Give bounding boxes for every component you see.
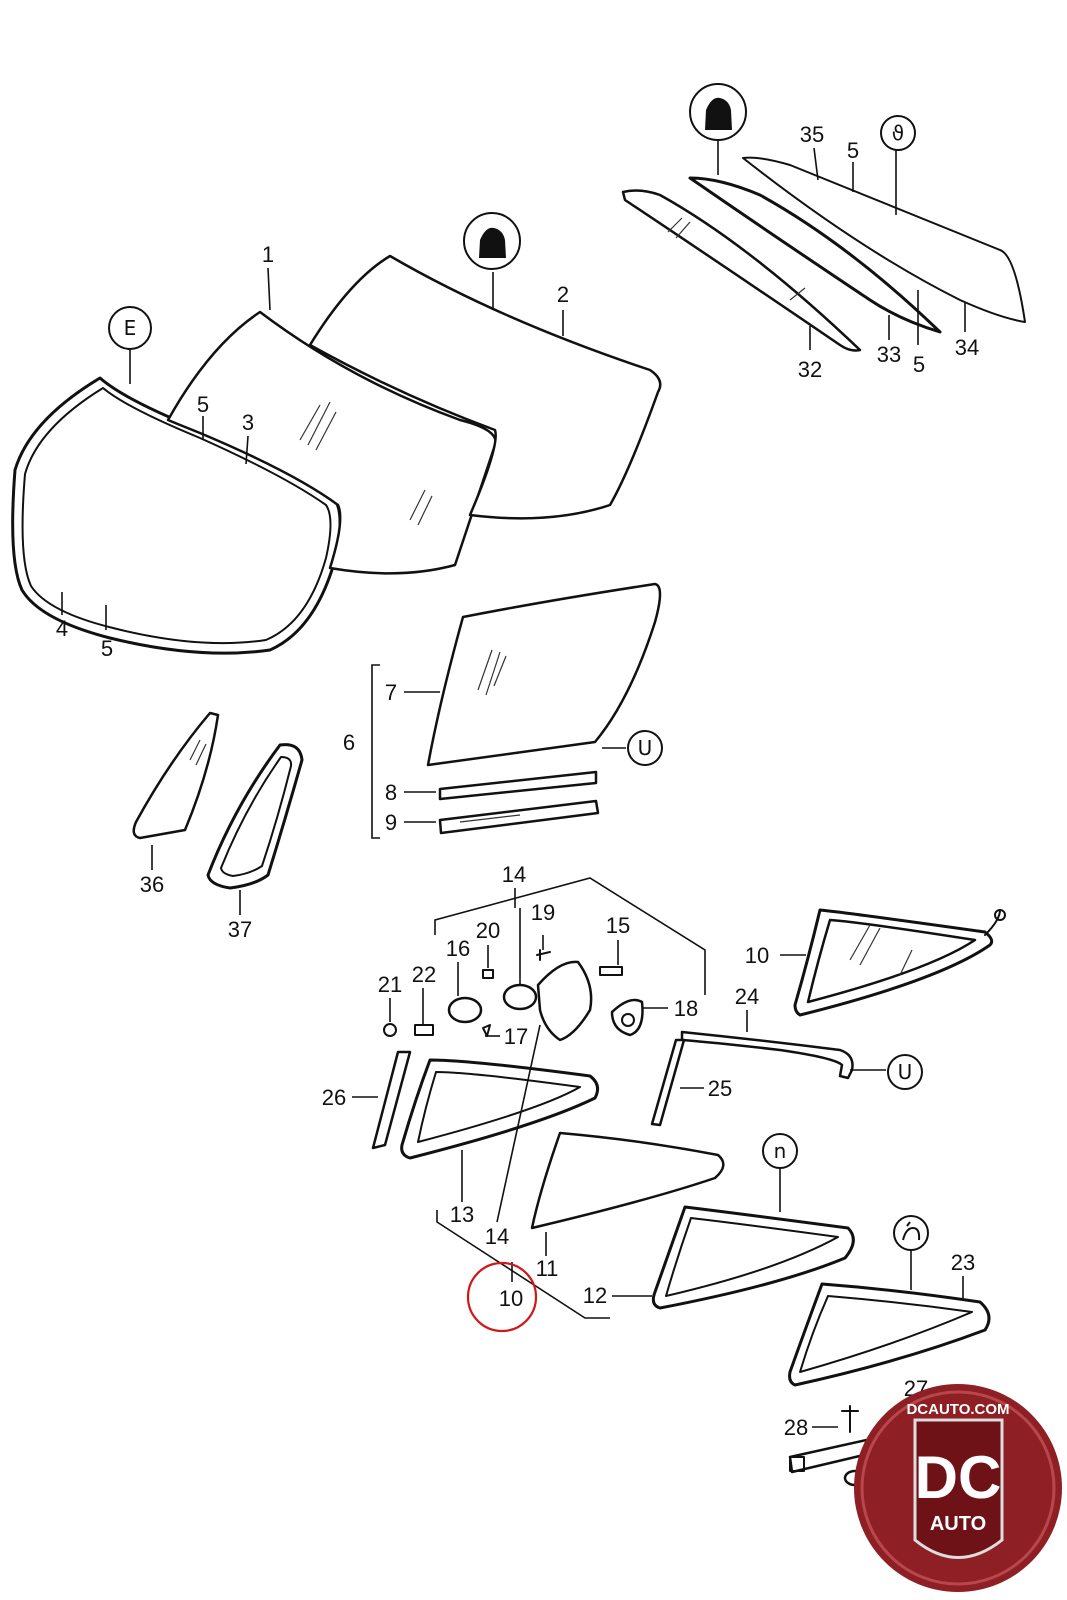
hinge-assembly-14 bbox=[383, 949, 644, 1042]
door-channel-9 bbox=[438, 799, 600, 835]
marker-rear-icon bbox=[689, 83, 747, 141]
callout-18: 18 bbox=[674, 996, 698, 1021]
callout-2: 2 bbox=[557, 282, 569, 307]
callout-5-windshield: 5 bbox=[197, 392, 209, 417]
logo-word: AUTO bbox=[930, 1513, 986, 1535]
callout-8: 8 bbox=[385, 780, 397, 805]
windshield-glass-1 bbox=[166, 310, 497, 575]
callout-1: 1 bbox=[262, 242, 274, 267]
callout-14-bottom: 14 bbox=[485, 1224, 509, 1249]
callout-33: 33 bbox=[877, 342, 901, 367]
callout-28: 28 bbox=[784, 1415, 808, 1440]
marker-rear-theta: ϑ bbox=[880, 115, 916, 151]
callout-35: 35 bbox=[800, 122, 824, 147]
marker-quarter-n: n bbox=[762, 1133, 798, 1169]
quarter-seal-12 bbox=[651, 1205, 855, 1310]
marker-seal-icon bbox=[893, 1215, 929, 1251]
callout-10-top: 10 bbox=[745, 943, 769, 968]
callout-32: 32 bbox=[798, 357, 822, 382]
marker-windshield-icon bbox=[463, 212, 521, 270]
callout-34: 34 bbox=[955, 335, 979, 360]
callout-20: 20 bbox=[476, 918, 500, 943]
callout-13: 13 bbox=[450, 1202, 474, 1227]
callout-19: 19 bbox=[531, 900, 555, 925]
marker-door-u: U bbox=[627, 730, 663, 766]
callout-17: 17 bbox=[504, 1024, 528, 1049]
callout-14-top: 14 bbox=[502, 862, 526, 887]
marker-rail-u: U bbox=[887, 1054, 923, 1090]
vent-glass-36 bbox=[132, 711, 220, 840]
svg-text:U: U bbox=[638, 736, 653, 760]
callout-6: 6 bbox=[343, 730, 355, 755]
callout-16: 16 bbox=[446, 936, 470, 961]
callout-22: 22 bbox=[412, 962, 436, 987]
callout-11: 11 bbox=[536, 1256, 559, 1281]
callout-5-rear-top: 5 bbox=[847, 138, 859, 163]
logo-initials: DC bbox=[915, 1444, 1002, 1511]
callout-24: 24 bbox=[735, 984, 759, 1009]
dcauto-logo: DCAUTO.COM DC AUTO bbox=[854, 1384, 1062, 1592]
callout-5-rear-bottom: 5 bbox=[913, 352, 925, 377]
callout-7: 7 bbox=[385, 680, 397, 705]
logo-site-text: DCAUTO.COM bbox=[906, 1401, 1009, 1418]
leader-lines bbox=[61, 140, 966, 1428]
strip-25 bbox=[650, 1038, 686, 1127]
callout-37: 37 bbox=[228, 917, 252, 942]
marker-front-e: E bbox=[108, 306, 152, 350]
rear-window-glass-33 bbox=[688, 176, 942, 334]
callout-26: 26 bbox=[322, 1085, 346, 1110]
door-glass-7 bbox=[426, 582, 662, 767]
callout-5-seal: 5 bbox=[101, 636, 113, 661]
svg-text:ϑ: ϑ bbox=[892, 121, 904, 145]
callout-4: 4 bbox=[56, 616, 68, 641]
callout-15: 15 bbox=[606, 913, 630, 938]
callout-36: 36 bbox=[140, 872, 164, 897]
door-strip-8 bbox=[438, 770, 598, 801]
vent-seal-37 bbox=[206, 743, 304, 890]
quarter-strip-26 bbox=[371, 1050, 412, 1150]
rail-24 bbox=[680, 1030, 854, 1080]
svg-text:n: n bbox=[774, 1139, 787, 1163]
callout-21: 21 bbox=[378, 972, 402, 997]
highlight-circle bbox=[466, 1261, 538, 1333]
rear-window-seal-34 bbox=[742, 156, 1026, 323]
callout-25: 25 bbox=[708, 1076, 732, 1101]
quarter-seal-23 bbox=[788, 1282, 991, 1387]
callout-9: 9 bbox=[385, 810, 397, 835]
svg-text:U: U bbox=[898, 1060, 913, 1084]
callout-10-circled: 10 bbox=[499, 1286, 523, 1311]
rear-window-glass-32 bbox=[621, 189, 862, 352]
quarter-window-10-top bbox=[793, 908, 1006, 1017]
callout-12: 12 bbox=[583, 1283, 607, 1308]
svg-text:E: E bbox=[124, 316, 137, 340]
windshield-glass-2 bbox=[308, 254, 662, 520]
callout-3: 3 bbox=[242, 410, 254, 435]
quarter-glass-11 bbox=[530, 1131, 725, 1230]
callout-23: 23 bbox=[951, 1250, 975, 1275]
